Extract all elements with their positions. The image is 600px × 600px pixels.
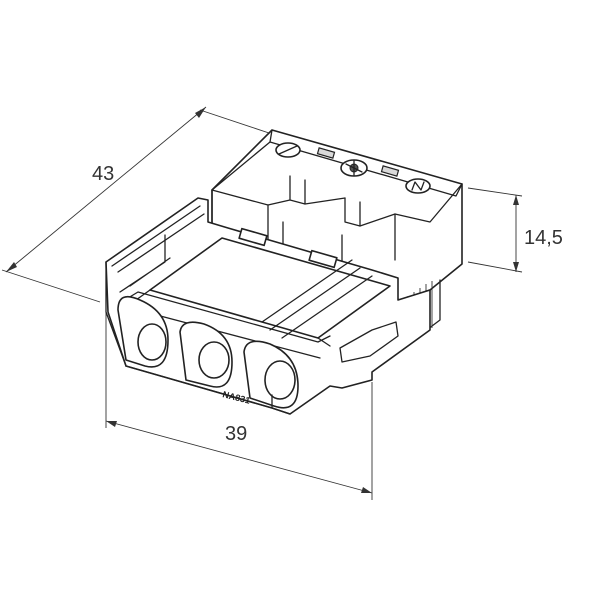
extension-line-length-bottom	[1, 269, 101, 303]
dimension-line-length	[5, 106, 207, 273]
terminal-screw-neutral	[405, 178, 431, 194]
connector-body: NA831	[105, 129, 463, 415]
rear-housing-front-edge	[211, 183, 463, 227]
left-wall-ribs	[111, 205, 205, 273]
dimension-label-length: 43	[92, 163, 114, 185]
extension-line-height-top	[467, 187, 523, 197]
socket-opening-left	[117, 295, 169, 368]
top-cover-notch-1	[238, 227, 268, 247]
dimension-height: 14,5	[467, 187, 563, 273]
latch-clip	[339, 321, 399, 363]
rear-slot-3	[341, 213, 396, 266]
dimension-width: 39	[105, 312, 373, 500]
arrow-height-top	[513, 195, 519, 205]
terminal-marker-2	[380, 165, 400, 177]
terminal-screw-1	[275, 142, 301, 158]
terminal-screw-ground	[340, 159, 368, 177]
arrow-height-bottom	[513, 262, 519, 272]
top-cover-edges	[135, 289, 331, 347]
bottom-edge	[125, 365, 291, 415]
left-wall-front	[105, 261, 127, 367]
dimension-length: 43	[1, 106, 273, 303]
dimension-label-height: 14,5	[524, 227, 563, 249]
rear-slot-1	[267, 175, 306, 241]
left-wall-slot	[119, 234, 171, 293]
rear-housing-left-edge	[211, 141, 271, 191]
arrow-length-end	[195, 107, 206, 118]
arrow-length-start	[6, 262, 17, 272]
terminal-marker-1	[316, 147, 336, 159]
dimension-line-width	[105, 420, 373, 494]
socket-opening-center	[179, 321, 233, 388]
arrow-width-start	[106, 421, 117, 427]
top-cover-notch-2	[308, 249, 338, 269]
extension-line-height-bottom	[467, 261, 523, 273]
socket-opening-right	[243, 340, 299, 409]
dimension-label-width: 39	[225, 423, 247, 445]
arrow-width-end	[361, 487, 372, 493]
extension-line-length-top	[199, 109, 273, 135]
front-rail-right	[261, 259, 373, 339]
